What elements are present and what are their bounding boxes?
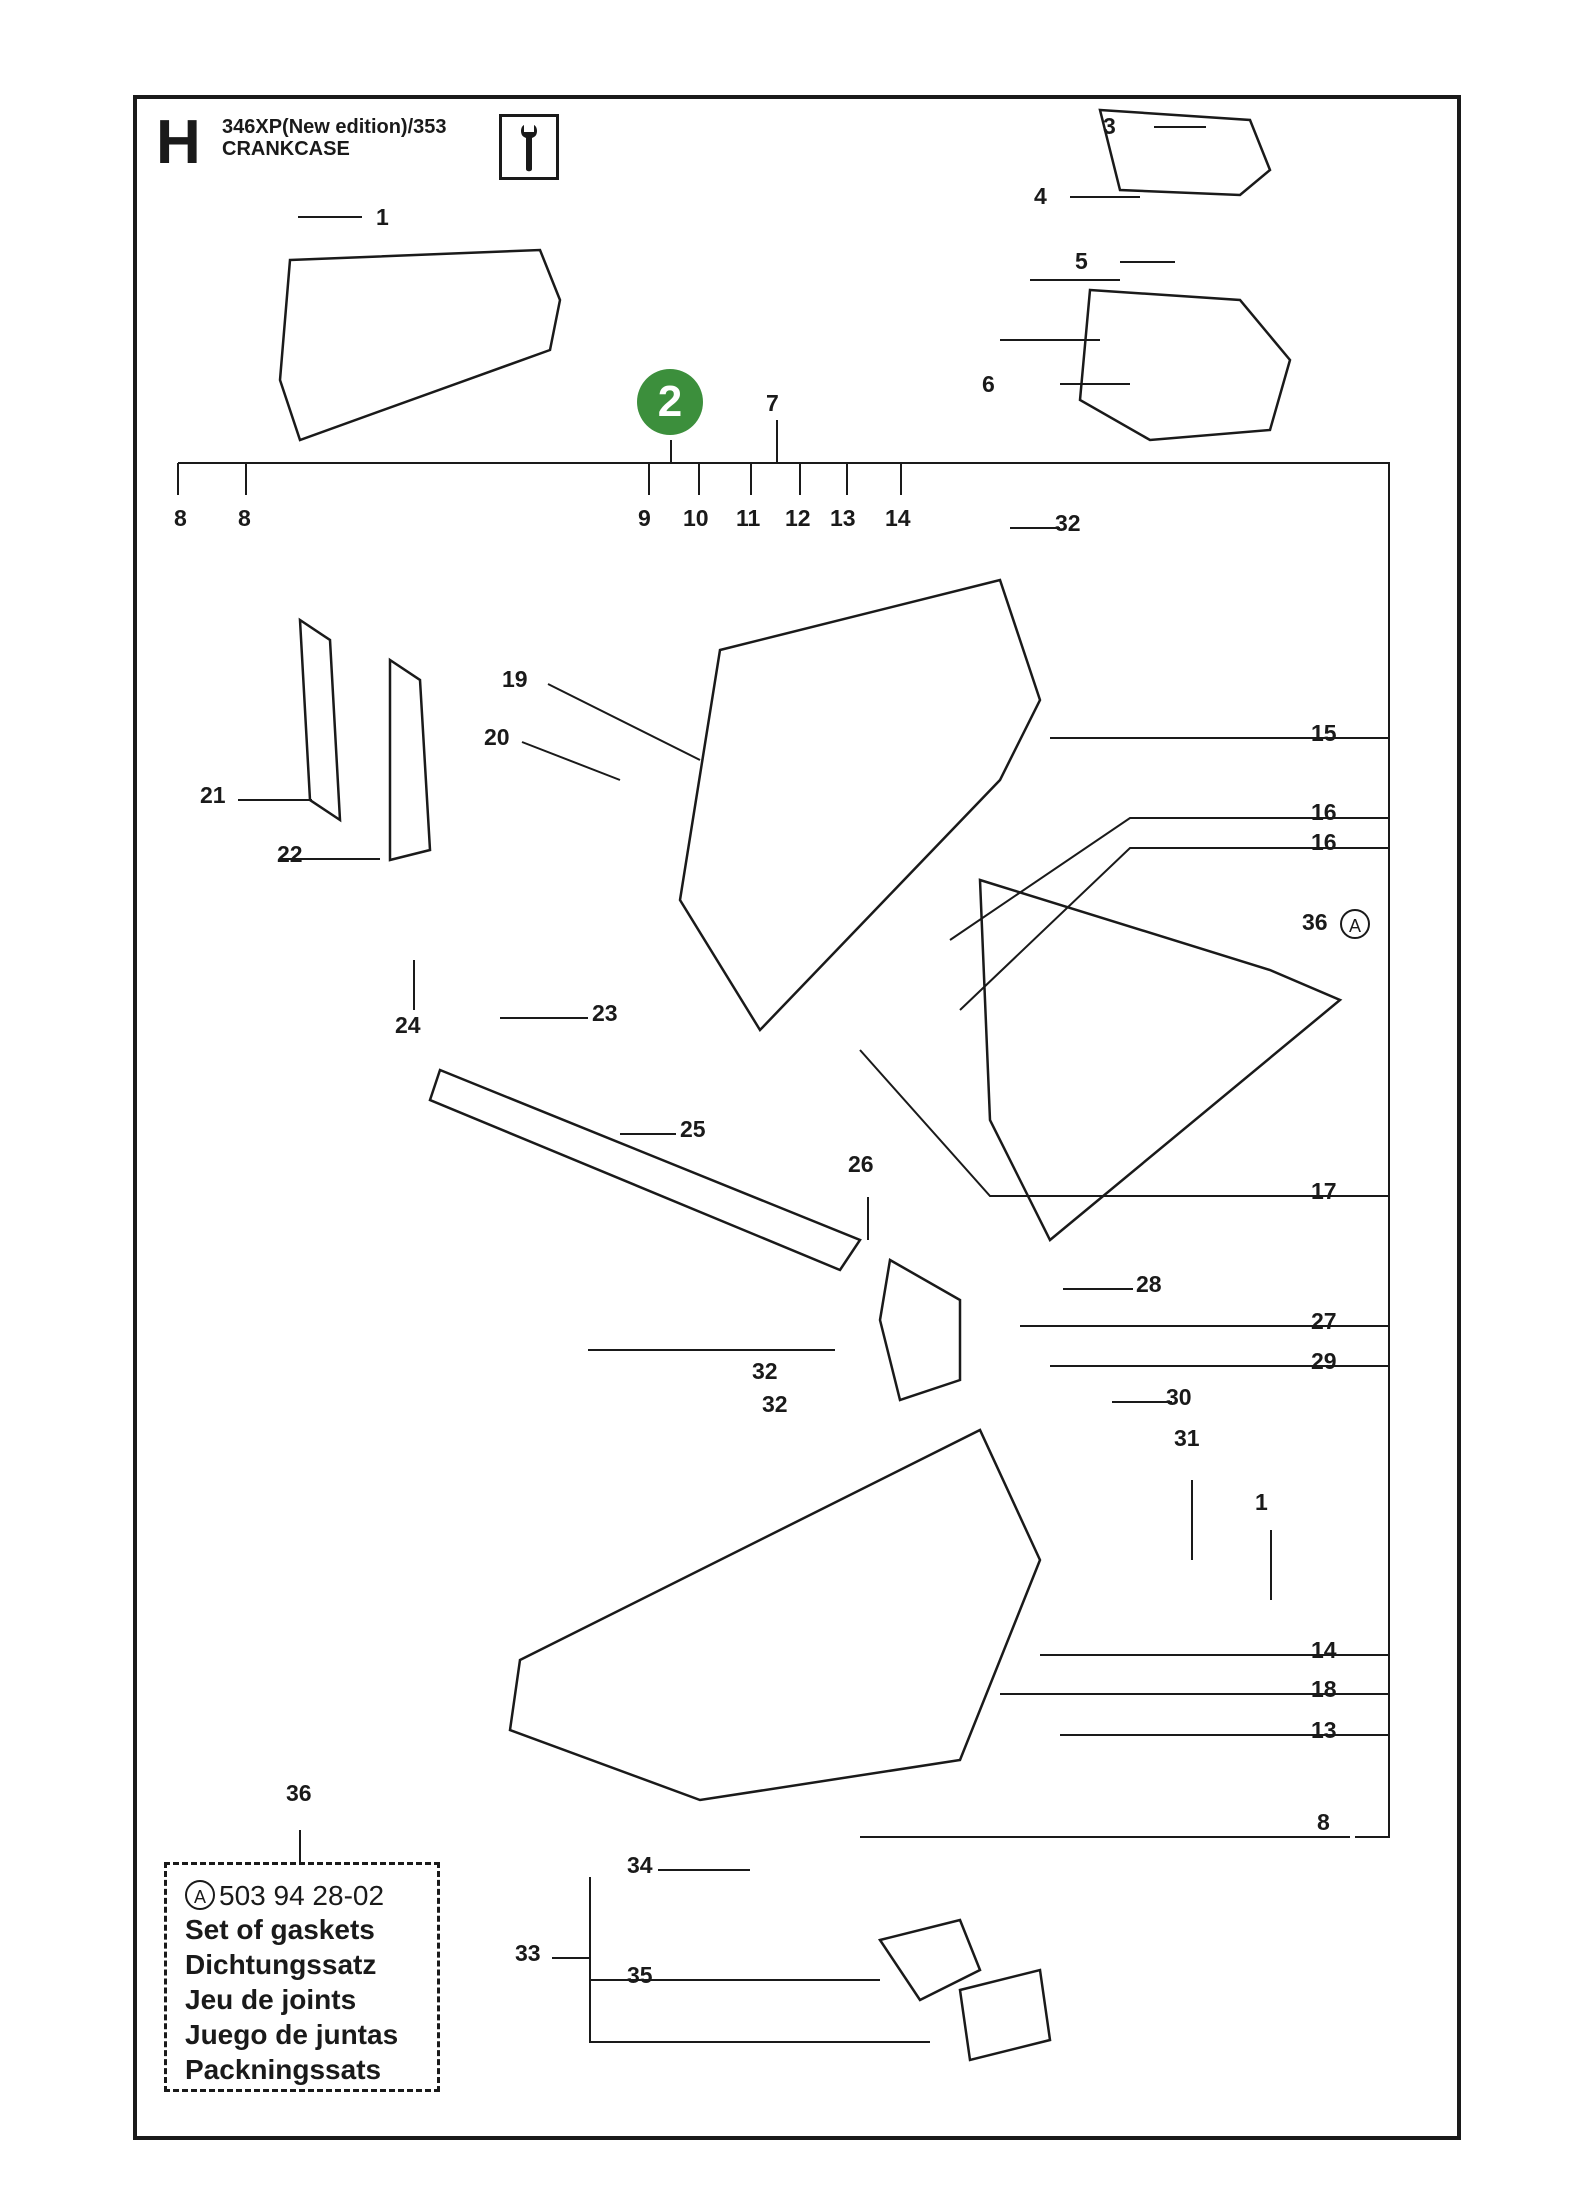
callout-22: 22 [277,841,303,867]
illustration-badge: 2 [637,369,703,435]
callout-19: 19 [502,666,528,692]
callout-29: 29 [1311,1348,1337,1374]
callout-36-right-label: 36 [1302,909,1328,935]
gasket-kit-part-number: 503 94 28-02 [219,1880,385,1911]
callout-8-bottom: 8 [1317,1809,1330,1835]
callout-14-top: 14 [885,505,911,531]
gasket-kit-name-es: Juego de juntas [185,2019,399,2050]
callout-31: 31 [1174,1425,1200,1451]
callout-13-top: 13 [830,505,856,531]
gasket-kit-marker: A [185,1880,215,1910]
wrench-icon [499,114,559,180]
callout-11: 11 [736,505,761,531]
gasket-kit-name-en: Set of gaskets [185,1914,375,1945]
callout-32-b: 32 [762,1391,788,1417]
model-name: 346XP(New edition)/353 [222,116,447,138]
callout-33: 33 [515,1940,541,1966]
callout-23: 23 [592,1000,618,1026]
callout-12: 12 [785,505,811,531]
callout-7: 7 [766,390,779,416]
main-bracket-line [178,462,1390,1838]
callout-36-box: 36 [286,1780,312,1806]
callout-15: 15 [1311,720,1337,746]
section-letter: H [156,108,201,177]
callout-17: 17 [1311,1178,1337,1204]
callout-27: 27 [1311,1308,1337,1334]
callout-4: 4 [1034,183,1047,209]
gasket-kit-name-de: Dichtungssatz [185,1949,377,1980]
callout-34: 34 [627,1852,653,1878]
callout-16-a: 16 [1311,799,1337,825]
callout-1-bottom: 1 [1255,1489,1268,1515]
callout-5: 5 [1075,248,1088,274]
callout-8-b: 8 [238,505,251,531]
callout-25: 25 [680,1116,706,1142]
callout-14-bottom: 14 [1311,1637,1337,1663]
callout-3: 3 [1103,113,1116,139]
ref-marker-a: A [1339,909,1370,939]
callout-10: 10 [683,505,709,531]
callout-32-top: 32 [1055,510,1081,536]
callout-9: 9 [638,505,651,531]
callout-36-right: 36 A [1302,907,1370,939]
callout-24: 24 [395,1012,421,1038]
callout-6: 6 [982,371,995,397]
callout-28: 28 [1136,1271,1162,1297]
callout-35: 35 [627,1962,653,1988]
callout-32-a: 32 [752,1358,778,1384]
callout-8-a: 8 [174,505,187,531]
gasket-kit-name-fr: Jeu de joints [185,1984,357,2015]
callout-16-b: 16 [1311,829,1337,855]
callout-21: 21 [200,782,226,808]
callout-1-top: 1 [376,204,389,230]
gasket-kit-name-sv: Packningssats [185,2054,382,2085]
callout-18: 18 [1311,1676,1337,1702]
callout-13-bottom: 13 [1311,1717,1337,1743]
page-title: CRANKCASE [222,138,350,160]
callout-20: 20 [484,724,510,750]
diagram-frame [133,95,1461,2140]
callout-30: 30 [1166,1384,1192,1410]
callout-26: 26 [848,1151,874,1177]
